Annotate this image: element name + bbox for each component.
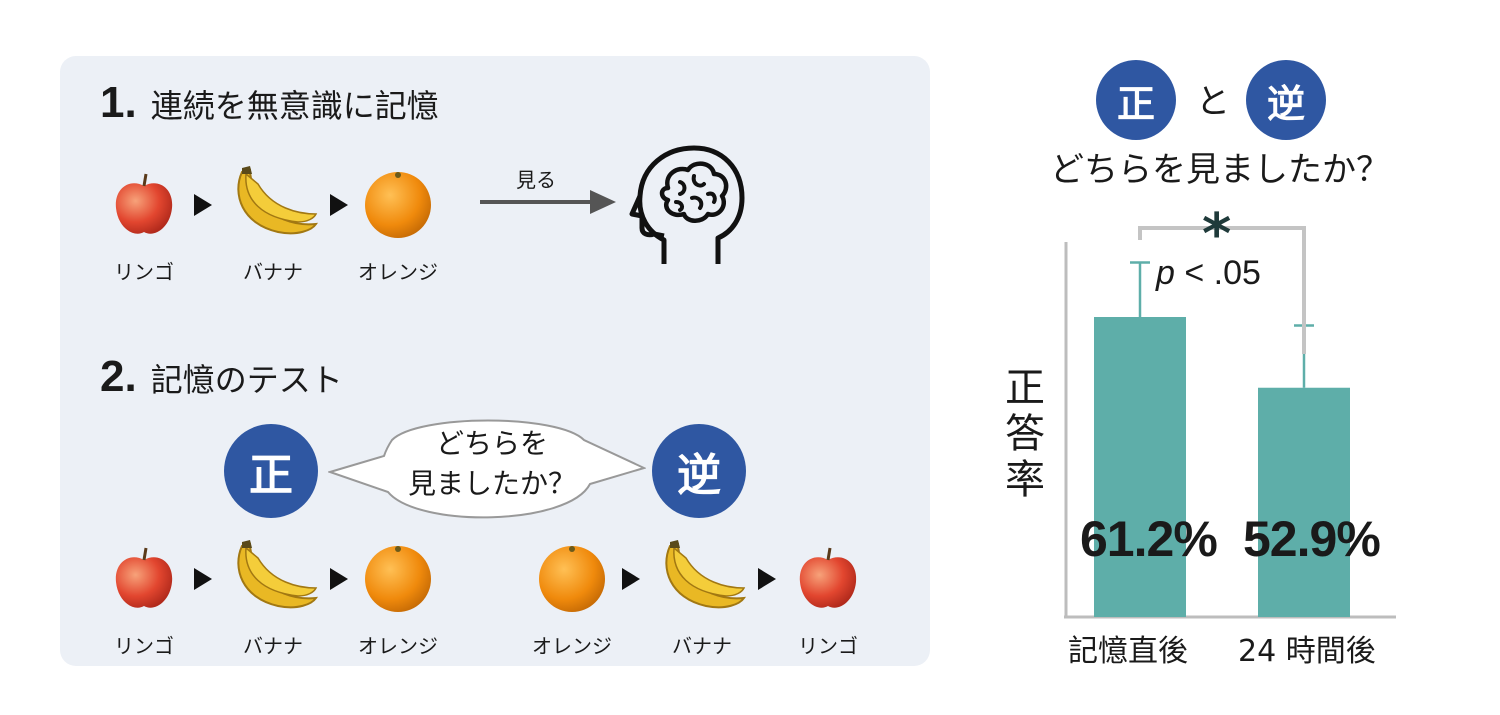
bar-value-24h: 52.9% [1243, 511, 1381, 567]
sequence-arrow-icon [330, 194, 348, 216]
bar-immediate [1094, 317, 1186, 617]
orange-icon [539, 546, 605, 612]
x-tick-immediate: 記憶直後 [1068, 634, 1188, 669]
p-threshold: < .05 [1184, 254, 1261, 292]
head-brain-icon [629, 145, 745, 264]
fruit-label: オレンジ [532, 634, 612, 658]
step-1-number: 1. [100, 78, 137, 127]
reverse-badge: 逆 [652, 424, 746, 518]
sequence-arrow-icon [622, 568, 640, 590]
sequence-arrow-icon [194, 568, 212, 590]
step-1-heading: 1. 連続を無意識に記憶 [100, 78, 439, 128]
fruit-label: バナナ [672, 634, 732, 658]
fruit-label: バナナ [243, 634, 303, 658]
step-1-title: 連続を無意識に記憶 [150, 87, 439, 125]
fruit-label: オレンジ [358, 634, 438, 658]
orange-icon [365, 172, 431, 238]
see-label: 見る [516, 168, 556, 192]
sequence-arrow-icon [330, 568, 348, 590]
connector-to: と [1196, 82, 1230, 122]
bar-24h [1258, 387, 1350, 617]
right-arrow-icon [480, 190, 616, 214]
sequence-arrow-icon [194, 194, 212, 216]
apple-icon [115, 173, 173, 234]
p-symbol: p [1156, 254, 1175, 292]
apple-icon [115, 547, 173, 608]
orange-icon [365, 546, 431, 612]
right-question: どちらを見ましたか？ [1050, 150, 1390, 190]
y-axis-label: 正答率 [1005, 365, 1045, 503]
step-2-title: 記憶のテスト [150, 361, 343, 399]
fruit-label: オレンジ [358, 260, 438, 284]
step-2-number: 2. [100, 352, 137, 401]
bubble-question: どちらを 見ましたか？ [372, 424, 612, 504]
banana-icon [237, 166, 318, 235]
method-panel [60, 56, 930, 666]
apple-icon [799, 547, 857, 608]
error-bar-immediate [1130, 261, 1150, 317]
fruit-label: リンゴ [798, 634, 858, 658]
reverse-badge-right: 逆 [1246, 60, 1326, 140]
forward-badge-right: 正 [1096, 60, 1176, 140]
fruit-label: バナナ [243, 260, 303, 284]
p-value: p < .05 [1156, 254, 1261, 293]
forward-badge: 正 [224, 424, 318, 518]
significance-star: * [1202, 202, 1232, 267]
sequence-arrow-icon [758, 568, 776, 590]
fruit-label: リンゴ [114, 260, 174, 284]
fruit-label: リンゴ [114, 634, 174, 658]
significance-bracket [1138, 226, 1306, 354]
bar-value-immediate: 61.2% [1080, 511, 1218, 567]
x-tick-24h: 24 時間後 [1238, 634, 1376, 669]
bubble-line-2: 見ましたか？ [407, 467, 576, 500]
speech-bubble [328, 419, 646, 519]
step-2-heading: 2. 記憶のテスト [100, 352, 343, 402]
bubble-line-1: どちらを [435, 427, 548, 460]
banana-icon [665, 540, 746, 609]
banana-icon [237, 540, 318, 609]
